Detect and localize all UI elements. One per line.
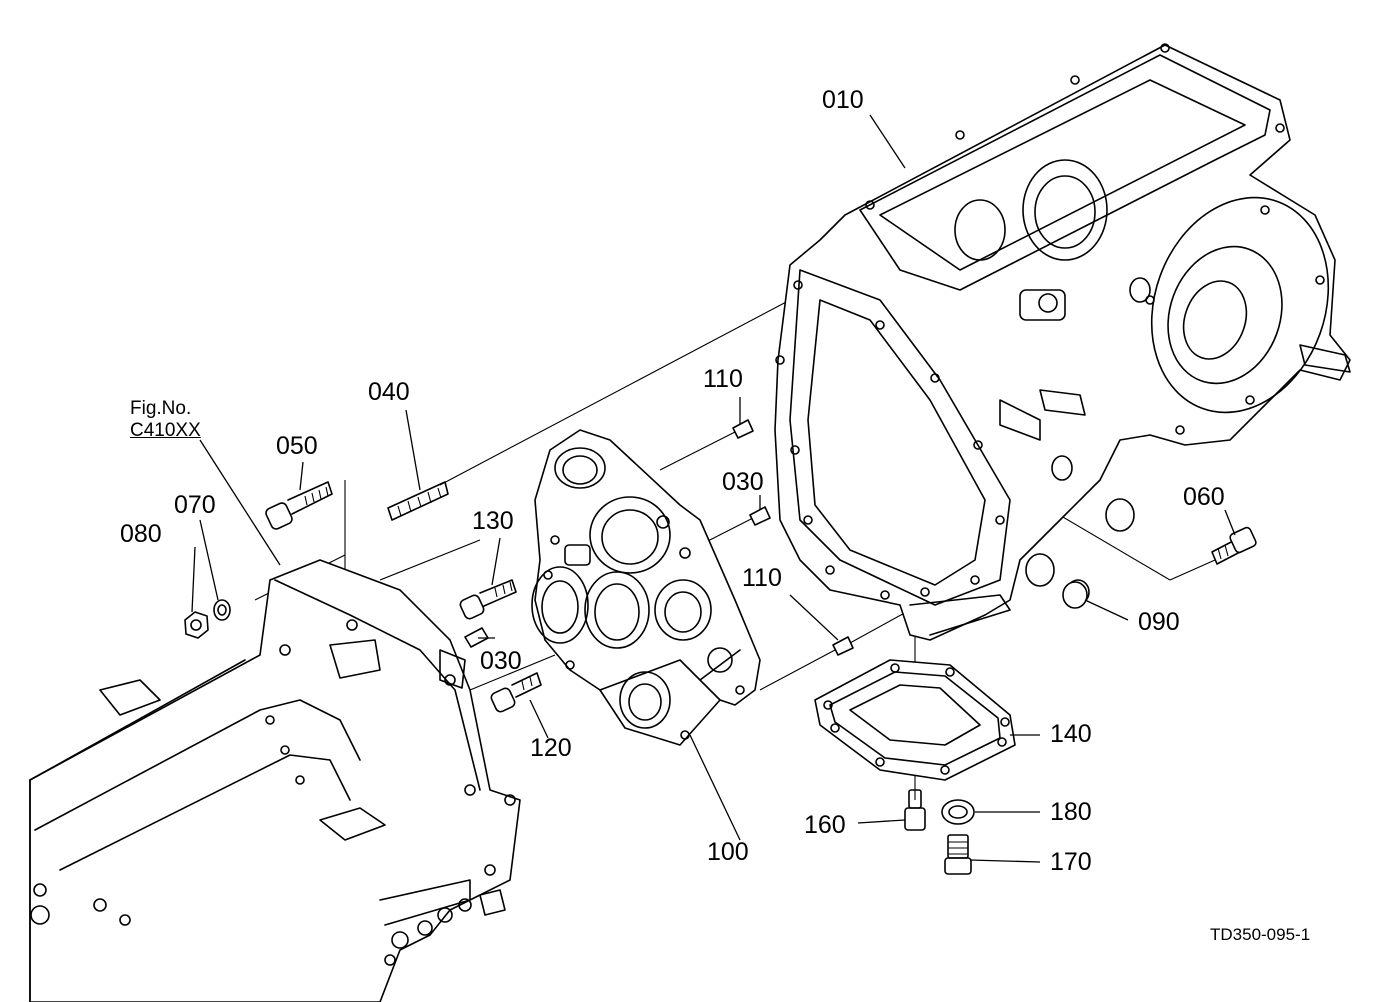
oil-pan bbox=[814, 659, 1016, 781]
drain-plug-170 bbox=[944, 834, 972, 875]
front-housing bbox=[29, 559, 521, 1002]
callout-070: 070 bbox=[174, 491, 216, 519]
seal-180 bbox=[941, 799, 975, 825]
figure-reference: Fig.No. C410XX bbox=[130, 398, 201, 442]
callout-140: 140 bbox=[1050, 720, 1092, 748]
callout-100: 100 bbox=[707, 838, 749, 866]
o-ring-090 bbox=[1062, 581, 1088, 609]
callout-060: 060 bbox=[1183, 483, 1225, 511]
plug-060 bbox=[1211, 526, 1257, 565]
callout-110-upper: 110 bbox=[703, 365, 743, 393]
callout-160: 160 bbox=[804, 811, 846, 839]
callout-110-lower: 110 bbox=[742, 564, 782, 592]
callout-080: 080 bbox=[120, 520, 162, 548]
nut-080 bbox=[184, 611, 209, 639]
callout-120: 120 bbox=[530, 734, 572, 762]
callout-040: 040 bbox=[368, 378, 410, 406]
callout-130: 130 bbox=[472, 507, 514, 535]
washer-070 bbox=[213, 599, 231, 621]
callout-180: 180 bbox=[1050, 798, 1092, 826]
callout-090: 090 bbox=[1138, 608, 1180, 636]
bolt-050 bbox=[265, 481, 333, 530]
bolt-120 bbox=[490, 672, 542, 713]
callout-010: 010 bbox=[822, 86, 864, 114]
bolt-130 bbox=[459, 579, 517, 620]
figure-label: Fig.No. bbox=[130, 398, 192, 419]
callout-030-upper: 030 bbox=[722, 468, 764, 496]
callout-030-lower: 030 bbox=[480, 647, 522, 675]
pin-110-upper bbox=[732, 419, 754, 439]
callout-050: 050 bbox=[276, 432, 318, 460]
stud-040 bbox=[387, 481, 449, 521]
callout-170: 170 bbox=[1050, 848, 1092, 876]
figure-code: C410XX bbox=[130, 419, 201, 441]
fitting-160 bbox=[904, 789, 926, 831]
cover-plate bbox=[531, 429, 761, 746]
pin-110-lower bbox=[832, 636, 854, 656]
document-id: TD350-095-1 bbox=[1210, 925, 1311, 944]
leader-lines bbox=[191, 114, 1236, 863]
transmission-case bbox=[774, 43, 1351, 641]
